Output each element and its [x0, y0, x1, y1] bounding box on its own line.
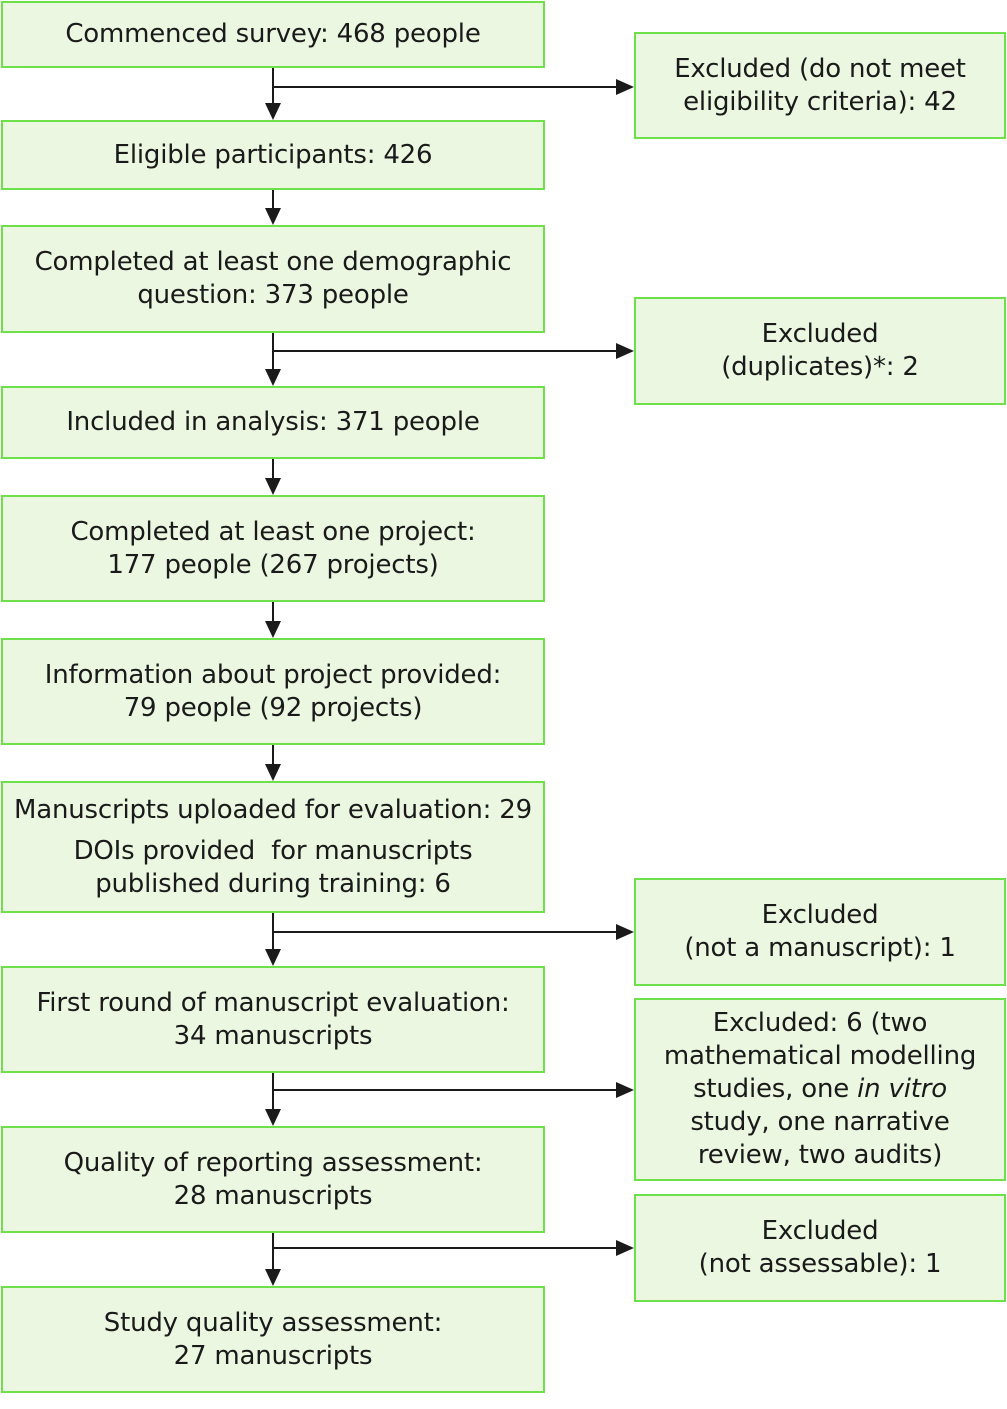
information-provided-line2: 79 people (92 projects)	[123, 692, 423, 723]
first-round-line2: 34 manuscripts	[173, 1020, 373, 1051]
in-vitro-text: in vitro	[857, 1074, 947, 1104]
dois-provided-line2: published during training: 6	[95, 868, 451, 899]
excluded-not-assessable-line1: Excluded	[761, 1216, 879, 1246]
commenced-survey-box: Commenced survey: 468 people	[1, 1, 545, 68]
excluded-not-manuscript-line2: (not a manuscript): 1	[684, 933, 956, 963]
study-quality-line2: 27 manuscripts	[173, 1340, 373, 1371]
quality-reporting-line2: 28 manuscripts	[173, 1180, 373, 1211]
excluded-eligibility-box: Excluded (do not meet eligibility criter…	[634, 32, 1006, 139]
excluded-six-line3: studies, one in vitro	[693, 1073, 947, 1106]
excluded-duplicates-box: Excluded (duplicates)*: 2	[634, 297, 1006, 405]
excluded-six-line3-text: studies, one	[693, 1074, 858, 1104]
included-analysis-box: Included in analysis: 371 people	[1, 386, 545, 459]
information-provided-box: Information about project provided: 79 p…	[1, 638, 545, 745]
excluded-six-line2: mathematical modelling	[663, 1041, 977, 1071]
exclusion-arrows	[273, 79, 634, 1256]
excluded-not-manuscript-line1: Excluded	[761, 900, 879, 930]
excluded-six-line1: Excluded: 6 (two	[712, 1008, 928, 1038]
excluded-duplicates-line2: (duplicates)*: 2	[721, 352, 919, 382]
excluded-duplicates-line1: Excluded	[761, 319, 879, 349]
completed-demographic-line1: Completed at least one demographic	[34, 247, 512, 277]
manuscripts-uploaded-text: Manuscripts uploaded for evaluation: 29	[14, 794, 532, 825]
completed-project-box: Completed at least one project: 177 peop…	[1, 495, 545, 602]
first-round-box: First round of manuscript evaluation: 34…	[1, 966, 545, 1073]
excluded-not-assessable-line2: (not assessable): 1	[698, 1249, 942, 1279]
manuscripts-uploaded-box: Manuscripts uploaded for evaluation: 29 …	[1, 781, 545, 913]
excluded-six-line5: review, two audits)	[697, 1140, 943, 1170]
excluded-six-line4: study, one narrative	[690, 1107, 950, 1137]
completed-demographic-line2: question: 373 people	[137, 280, 409, 310]
completed-demographic-box: Completed at least one demographic quest…	[1, 225, 545, 333]
completed-project-line2: 177 people (267 projects)	[107, 549, 439, 580]
vertical-arrows	[265, 68, 281, 1286]
excluded-not-assessable-box: Excluded (not assessable): 1	[634, 1194, 1006, 1302]
study-quality-line1: Study quality assessment:	[103, 1307, 443, 1338]
included-analysis-text: Included in analysis: 371 people	[66, 407, 480, 437]
completed-project-line1: Completed at least one project:	[70, 516, 476, 547]
excluded-eligibility-line2: eligibility criteria): 42	[683, 86, 957, 117]
eligible-participants-box: Eligible participants: 426	[1, 120, 545, 190]
excluded-six-box: Excluded: 6 (two mathematical modelling …	[634, 998, 1006, 1181]
commenced-survey-text: Commenced survey: 468 people	[65, 19, 481, 49]
quality-reporting-line1: Quality of reporting assessment:	[63, 1147, 483, 1178]
eligible-participants-text: Eligible participants: 426	[113, 139, 433, 170]
excluded-not-manuscript-box: Excluded (not a manuscript): 1	[634, 878, 1006, 986]
first-round-line1: First round of manuscript evaluation:	[36, 987, 510, 1018]
dois-provided-line1: DOIs provided for manuscripts	[73, 835, 473, 866]
excluded-eligibility-line1: Excluded (do not meet	[674, 53, 966, 84]
quality-reporting-box: Quality of reporting assessment: 28 manu…	[1, 1126, 545, 1233]
information-provided-line1: Information about project provided:	[44, 659, 502, 690]
study-quality-box: Study quality assessment: 27 manuscripts	[1, 1286, 545, 1393]
